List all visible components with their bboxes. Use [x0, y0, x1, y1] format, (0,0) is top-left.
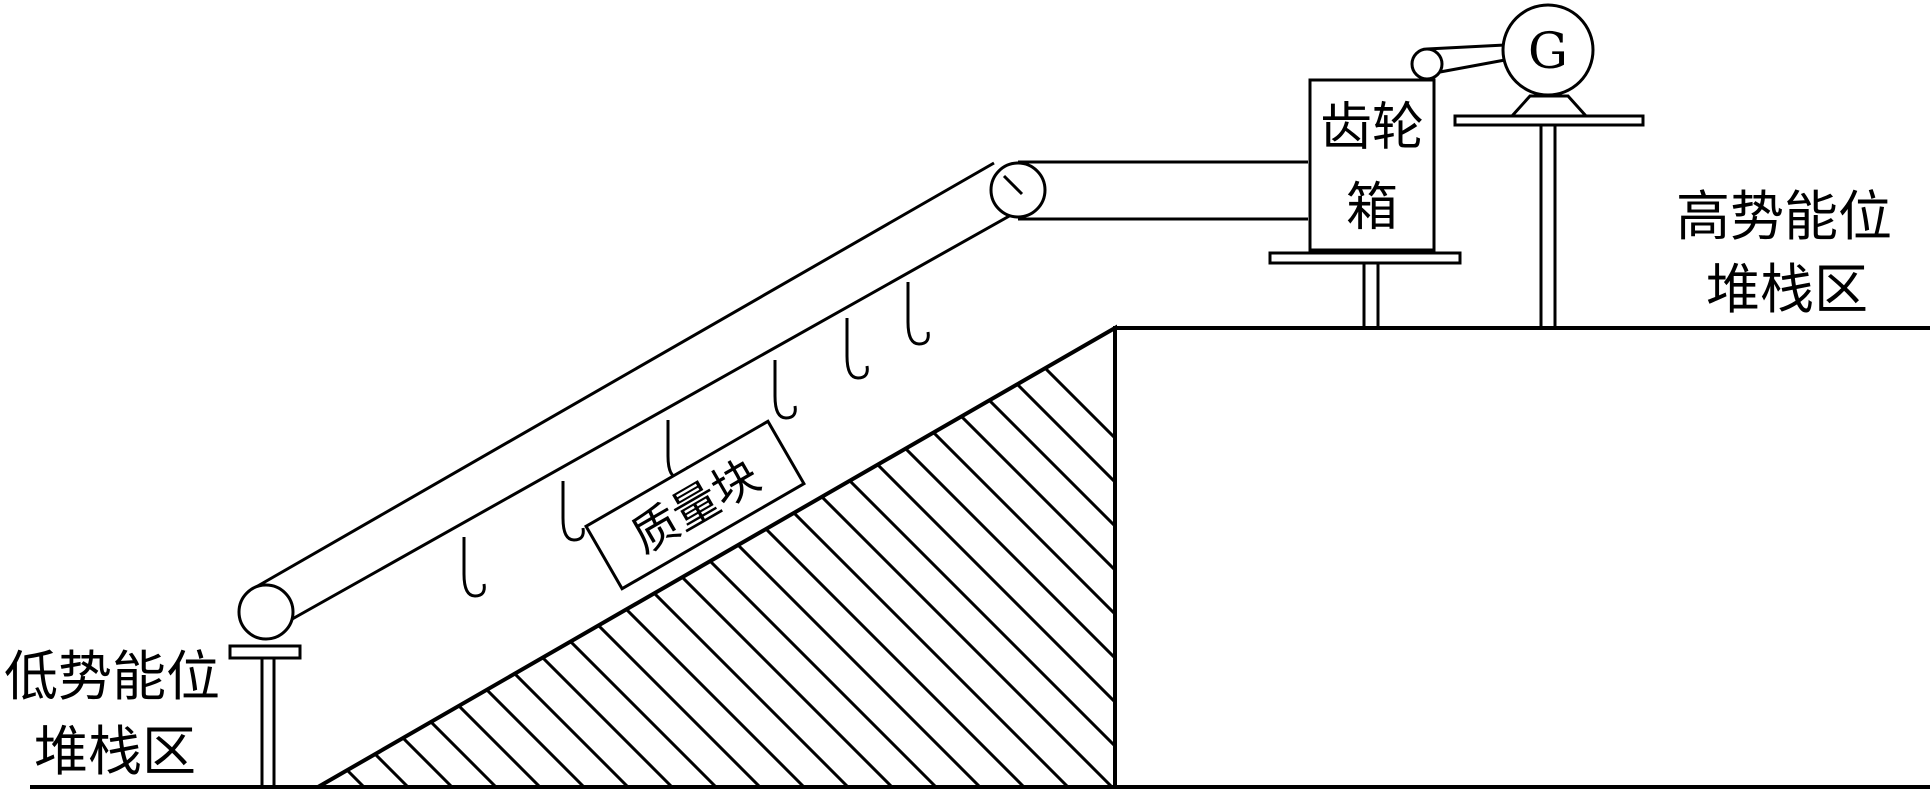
- slope-hatching: [318, 328, 1115, 787]
- high-platform: [1113, 326, 1930, 787]
- generator: G: [1501, 3, 1595, 97]
- hook: [462, 537, 486, 598]
- slope-outline: [310, 324, 1117, 789]
- generator-stand: [1453, 94, 1645, 328]
- high-zone-label-line1: 高势能位: [1676, 185, 1892, 248]
- hatch-line: [914, 328, 1115, 787]
- hatch-line: [958, 328, 1115, 787]
- hatch-line: [342, 328, 806, 787]
- low-zone-stand: [228, 644, 302, 787]
- hatch-line: [1002, 328, 1115, 787]
- hatch-line: [318, 328, 542, 787]
- mass-block: 质量块: [584, 419, 806, 591]
- generator-circle: [1501, 3, 1595, 97]
- hatch-line: [870, 328, 1115, 787]
- gearbox-label-line1: 齿轮: [1320, 98, 1424, 158]
- low-stand-plate: [228, 644, 302, 660]
- small-pulley: [1410, 47, 1444, 81]
- hatch-line: [474, 328, 938, 787]
- low-zone-label-line1: 低势能位: [4, 645, 220, 708]
- hooks: [462, 282, 930, 598]
- hatch-line: [738, 328, 1115, 787]
- hatch-line: [826, 328, 1115, 787]
- generator-label: G: [1528, 22, 1568, 80]
- hook: [906, 282, 930, 346]
- mass-block-box: [584, 419, 806, 591]
- high-zone-label-line2: 堆栈区: [1706, 258, 1868, 321]
- hatch-line: [782, 328, 1115, 787]
- gearbox: 齿轮 箱: [1308, 78, 1436, 252]
- low-zone-label-line2: 堆栈区: [34, 720, 196, 783]
- hatch-line: [318, 328, 410, 787]
- hatch-line: [318, 328, 498, 787]
- hatch-line: [694, 328, 1115, 787]
- hook: [561, 481, 585, 542]
- hook: [773, 360, 797, 420]
- belt-lower-line: [277, 208, 1021, 629]
- hatch-line: [318, 328, 454, 787]
- gearbox-stand: [1268, 251, 1462, 328]
- generator-drive: [1410, 43, 1506, 81]
- gearbox-stand-plate: [1268, 251, 1462, 265]
- conveyor-belt: [237, 160, 1308, 641]
- generator-base: [1508, 94, 1590, 118]
- hook: [845, 318, 869, 380]
- hatch-line: [318, 328, 630, 787]
- hatch-line: [318, 328, 322, 787]
- lower-pulley: [237, 583, 295, 641]
- hatch-line: [318, 328, 586, 787]
- gearbox-label-line2: 箱: [1346, 178, 1398, 238]
- gearbox-box: [1308, 78, 1436, 252]
- upper-pulley-mark: [1002, 174, 1024, 196]
- belt-upper-line: [255, 161, 995, 589]
